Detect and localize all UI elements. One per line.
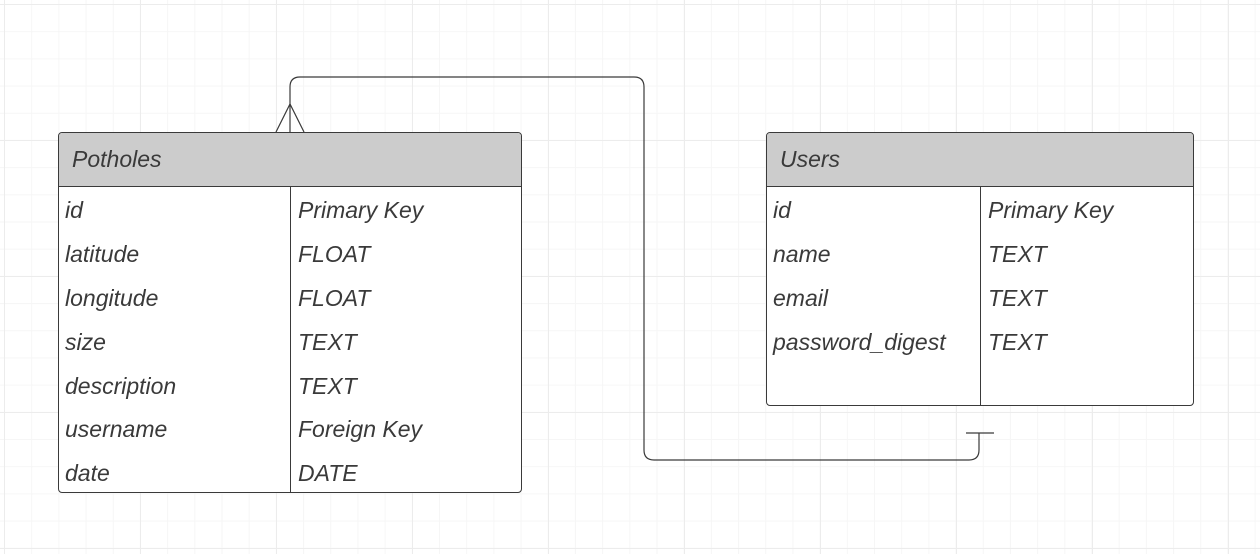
field-name: id (65, 197, 83, 224)
table-row: longitude FLOAT (59, 277, 521, 321)
entity-columns: id Primary Key name TEXT email TEXT pass… (767, 187, 1193, 405)
table-row: latitude FLOAT (59, 233, 521, 277)
table-row: name TEXT (767, 233, 1193, 277)
table-row: id Primary Key (59, 189, 521, 233)
field-type: FLOAT (298, 284, 371, 311)
field-type: FLOAT (298, 241, 371, 268)
field-name: longitude (65, 284, 159, 311)
table-row: id Primary Key (767, 189, 1193, 233)
column-divider (980, 187, 981, 405)
field-type: TEXT (988, 241, 1047, 268)
table-row: date DATE (59, 452, 521, 492)
table-row: email TEXT (767, 277, 1193, 321)
field-type: TEXT (988, 328, 1047, 355)
field-name: description (65, 372, 177, 399)
field-name: id (773, 197, 791, 224)
entity-columns: id Primary Key latitude FLOAT longitude … (59, 187, 521, 492)
table-row: description TEXT (59, 364, 521, 408)
entity-title: Potholes (59, 133, 521, 187)
field-type: TEXT (298, 328, 357, 355)
field-type: Primary Key (298, 197, 424, 224)
field-type: TEXT (298, 372, 357, 399)
field-type: Foreign Key (298, 416, 423, 443)
entity-users[interactable]: Users id Primary Key name TEXT email TEX… (766, 132, 1194, 406)
field-name: password_digest (773, 328, 946, 355)
table-row: password_digest TEXT (767, 320, 1193, 364)
table-row: size TEXT (59, 320, 521, 364)
field-name: date (65, 460, 110, 487)
crows-foot-many-marker (275, 102, 305, 133)
field-name: size (65, 328, 106, 355)
field-type: DATE (298, 460, 358, 487)
field-name: name (773, 241, 831, 268)
field-name: username (65, 416, 168, 443)
entity-potholes[interactable]: Potholes id Primary Key latitude FLOAT l… (58, 132, 522, 493)
table-row: username Foreign Key (59, 408, 521, 452)
field-name: latitude (65, 241, 140, 268)
field-type: TEXT (988, 284, 1047, 311)
entity-title: Users (767, 133, 1193, 187)
field-type: Primary Key (988, 197, 1114, 224)
column-divider (290, 187, 291, 492)
field-name: email (773, 284, 828, 311)
